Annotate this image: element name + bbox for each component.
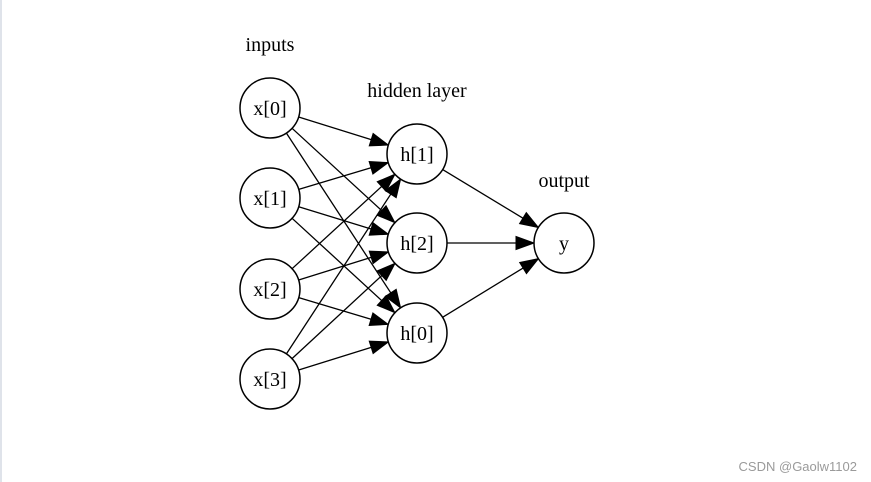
- node-circle: [533, 212, 595, 274]
- arrowhead-icon: [368, 160, 390, 175]
- edge-x2-h1: [291, 173, 396, 270]
- arrowhead-icon: [376, 173, 396, 193]
- edge-x0-h2: [291, 127, 396, 224]
- layer-label-hidden: hidden layer: [367, 80, 467, 102]
- node-h2: h[2]: [386, 212, 448, 274]
- arrowhead-icon: [376, 294, 396, 314]
- edge-line: [291, 127, 383, 212]
- node-x2: x[2]: [239, 258, 301, 320]
- edge-line: [442, 267, 524, 318]
- edges: [285, 116, 540, 371]
- arrowhead-icon: [368, 221, 390, 236]
- node-circle: [239, 258, 301, 320]
- edge-x1-h1: [298, 160, 390, 191]
- arrowhead-icon: [376, 262, 397, 282]
- node-label: x[1]: [253, 188, 286, 210]
- node-label: x[2]: [253, 279, 286, 301]
- node-x0: x[0]: [239, 77, 301, 139]
- node-label: x[0]: [253, 98, 286, 120]
- edge-line: [298, 167, 372, 191]
- edge-x3-h2: [291, 262, 397, 360]
- edge-x1-h2: [298, 206, 390, 236]
- node-circle: [239, 348, 301, 410]
- arrowhead-icon: [368, 312, 390, 327]
- edge-line: [291, 185, 383, 270]
- left-border: [0, 0, 2, 482]
- edge-x2-h2: [298, 250, 390, 281]
- arrowhead-icon: [384, 177, 402, 199]
- arrowhead-icon: [368, 132, 390, 147]
- edge-x0-h1: [298, 116, 390, 147]
- edge-line: [442, 168, 524, 219]
- node-circle: [386, 212, 448, 274]
- node-label: h[1]: [400, 144, 433, 166]
- node-circle: [386, 123, 448, 185]
- node-x1: x[1]: [239, 167, 301, 229]
- arrowhead-icon: [376, 204, 396, 224]
- layer-label-output: output: [538, 170, 590, 192]
- node-x3: x[3]: [239, 348, 301, 410]
- edge-line: [291, 275, 383, 360]
- edge-h2-y: [447, 235, 536, 251]
- edge-h0-y: [442, 257, 540, 318]
- arrowhead-icon: [368, 340, 390, 355]
- node-h1: h[1]: [386, 123, 448, 185]
- edge-line: [298, 346, 372, 371]
- node-circle: [239, 167, 301, 229]
- node-label: y: [559, 233, 569, 255]
- arrowhead-icon: [515, 235, 536, 251]
- edge-x2-h0: [298, 296, 390, 327]
- edge-line: [298, 256, 372, 281]
- edge-line: [285, 193, 392, 355]
- edge-x0-h0: [285, 132, 402, 310]
- edge-x3-h1: [285, 177, 402, 355]
- arrowhead-icon: [368, 250, 390, 265]
- edge-h1-y: [442, 168, 540, 229]
- edge-line: [298, 116, 372, 141]
- node-label: h[0]: [400, 323, 433, 345]
- node-label: h[2]: [400, 233, 433, 255]
- arrowhead-icon: [518, 257, 540, 275]
- edge-x1-h0: [291, 217, 396, 314]
- edge-line: [291, 217, 383, 302]
- watermark: CSDN @Gaolw1102: [738, 459, 857, 474]
- layer-label-inputs: inputs: [246, 34, 295, 56]
- node-h0: h[0]: [386, 302, 448, 364]
- node-circle: [239, 77, 301, 139]
- node-label: x[3]: [253, 369, 286, 391]
- edge-x3-h0: [298, 340, 390, 371]
- edge-line: [298, 206, 372, 230]
- node-y: y: [533, 212, 595, 274]
- nodes: x[0] x[1] x[2] x[3] h[1] h[2] h[0] y: [239, 77, 595, 410]
- edge-line: [298, 296, 372, 320]
- arrowhead-icon: [384, 288, 402, 310]
- node-circle: [386, 302, 448, 364]
- edge-line: [285, 132, 392, 294]
- arrowhead-icon: [518, 211, 540, 229]
